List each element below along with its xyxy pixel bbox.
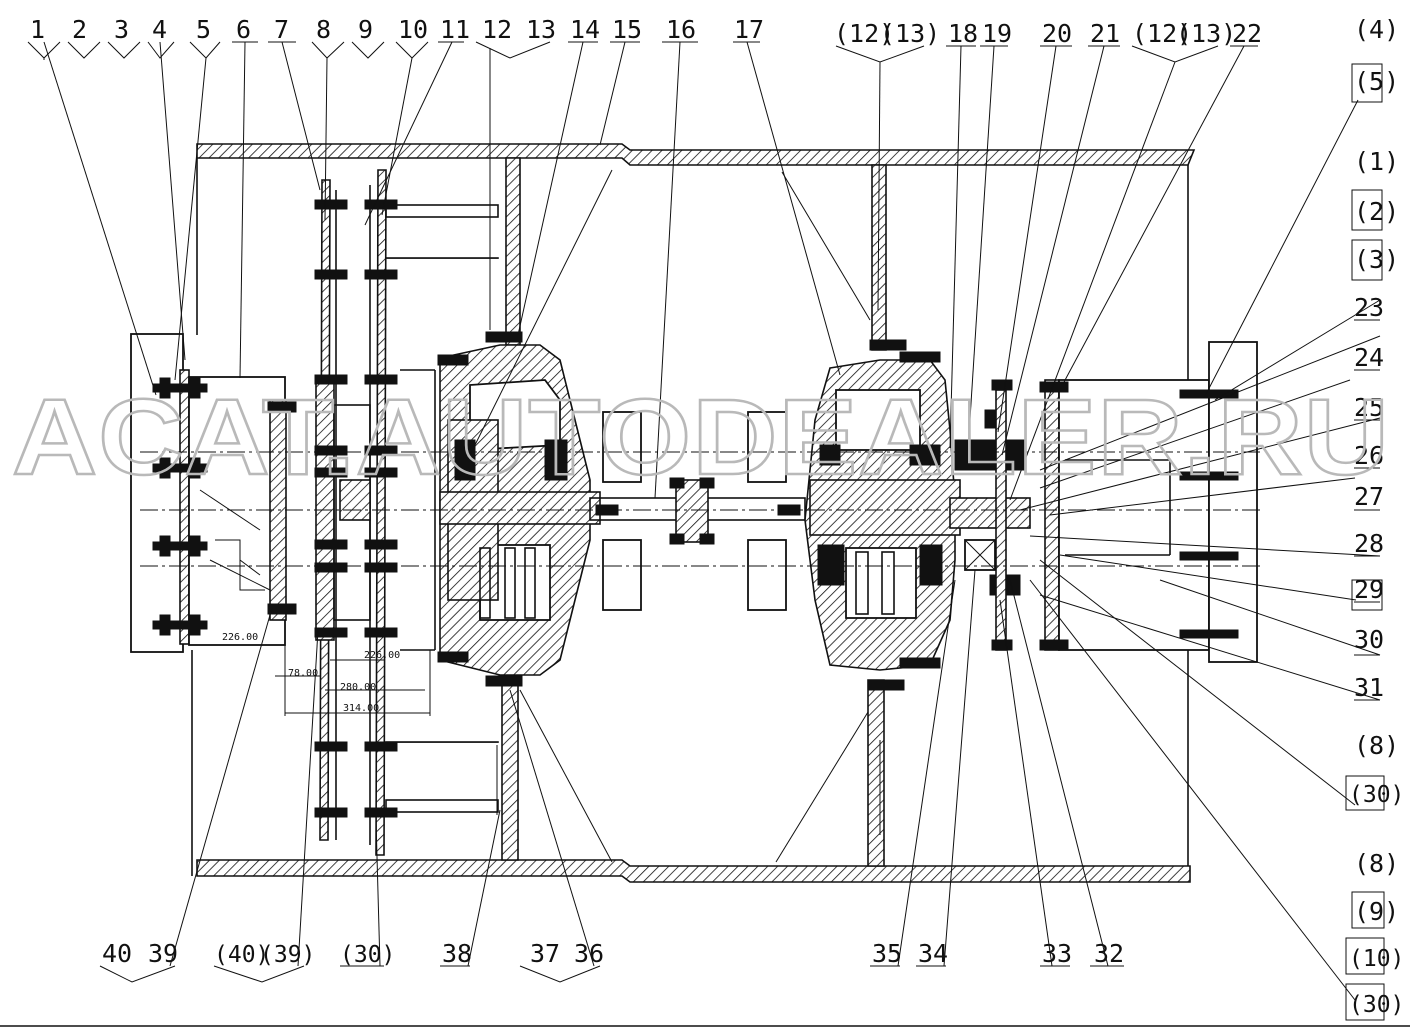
label-24: 24 (1354, 343, 1384, 372)
label-14: 14 (570, 15, 600, 44)
right-label-boxes (1345, 63, 1385, 1021)
label-39-ref: (39) (260, 942, 315, 968)
right-gearbox (804, 351, 961, 671)
label-26: 26 (1354, 441, 1384, 470)
watermark: ACAT.AUTODEALER.RU (12, 376, 1390, 497)
label-39: 39 (148, 939, 178, 968)
label-1-ref: (1) (1354, 147, 1399, 176)
label-35: 35 (872, 939, 902, 968)
label-18: 18 (948, 19, 978, 48)
label-4: 4 (152, 15, 167, 44)
label-28: 28 (1354, 529, 1384, 558)
left-plate-bolts (314, 199, 398, 818)
label-37: 37 (530, 939, 560, 968)
label-29: 29 (1354, 575, 1384, 604)
bulkheads (485, 157, 907, 867)
right-labels: (4) (5) (1) (2) (3) 23 24 25 26 27 28 29… (1349, 15, 1404, 1018)
label-30-ref-2: (30) (1349, 992, 1404, 1018)
label-13-ref: (13) (880, 19, 940, 48)
svg-text:226.00: 226.00 (222, 632, 258, 643)
intermediate-shaft (589, 411, 806, 611)
label-40: 40 (102, 939, 132, 968)
label-3-ref: (3) (1354, 245, 1399, 274)
label-6: 6 (236, 15, 251, 44)
left-mount-bolts (152, 377, 297, 636)
label-12-ref: (12) (834, 19, 894, 48)
top-labels: 1 2 3 4 5 6 7 8 9 10 11 12 13 14 15 16 1… (30, 15, 1262, 48)
label-1: 1 (30, 15, 45, 44)
label-11: 11 (440, 15, 470, 44)
label-9-ref: (9) (1354, 897, 1399, 926)
label-34: 34 (918, 939, 948, 968)
svg-text:226.00: 226.00 (364, 650, 400, 661)
label-9: 9 (358, 15, 373, 44)
label-7: 7 (274, 15, 289, 44)
label-13: 13 (526, 15, 556, 44)
dimension-text: 226.00 78.00 280.00 314.00 226.00 (222, 632, 400, 714)
label-27: 27 (1354, 482, 1384, 511)
label-19: 19 (982, 19, 1012, 48)
label-8: 8 (316, 15, 331, 44)
label-30: 30 (1354, 625, 1384, 654)
label-25: 25 (1354, 393, 1384, 422)
label-16: 16 (666, 15, 696, 44)
label-33: 33 (1042, 939, 1072, 968)
label-38: 38 (442, 939, 472, 968)
label-3: 3 (114, 15, 129, 44)
label-17: 17 (734, 15, 764, 44)
label-12: 12 (482, 15, 512, 44)
label-21: 21 (1090, 19, 1120, 48)
svg-text:280.00: 280.00 (340, 682, 376, 693)
label-23: 23 (1354, 293, 1384, 322)
label-36: 36 (574, 939, 604, 968)
label-5-ref: (5) (1354, 67, 1399, 96)
leader-lines (27, 41, 1381, 1001)
label-30-ref-3: (30) (340, 942, 395, 968)
label-22: 22 (1232, 19, 1262, 48)
dimension-lines (192, 620, 431, 716)
label-20: 20 (1042, 19, 1072, 48)
label-8-ref: (8) (1354, 731, 1399, 760)
label-10-ref: (10) (1349, 946, 1404, 972)
center-lines (140, 451, 1260, 567)
label-10: 10 (398, 15, 428, 44)
label-30-ref: (30) (1349, 782, 1404, 808)
svg-text:78.00: 78.00 (288, 668, 318, 679)
label-2: 2 (72, 15, 87, 44)
label-31: 31 (1354, 673, 1384, 702)
label-15: 15 (612, 15, 642, 44)
bottom-labels: 40 39 (40) (39) (30) 38 37 36 35 34 33 3… (102, 939, 1124, 968)
label-4-ref: (4) (1354, 15, 1399, 44)
label-8-ref-2: (8) (1354, 849, 1399, 878)
label-5: 5 (196, 15, 211, 44)
label-32: 32 (1094, 939, 1124, 968)
svg-text:314.00: 314.00 (343, 703, 379, 714)
label-12-ref-2: (12) (1132, 19, 1192, 48)
outer-housing (191, 143, 1196, 883)
label-13-ref-2: (13) (1176, 19, 1236, 48)
label-40-ref: (40) (214, 942, 269, 968)
label-2-ref: (2) (1354, 197, 1399, 226)
